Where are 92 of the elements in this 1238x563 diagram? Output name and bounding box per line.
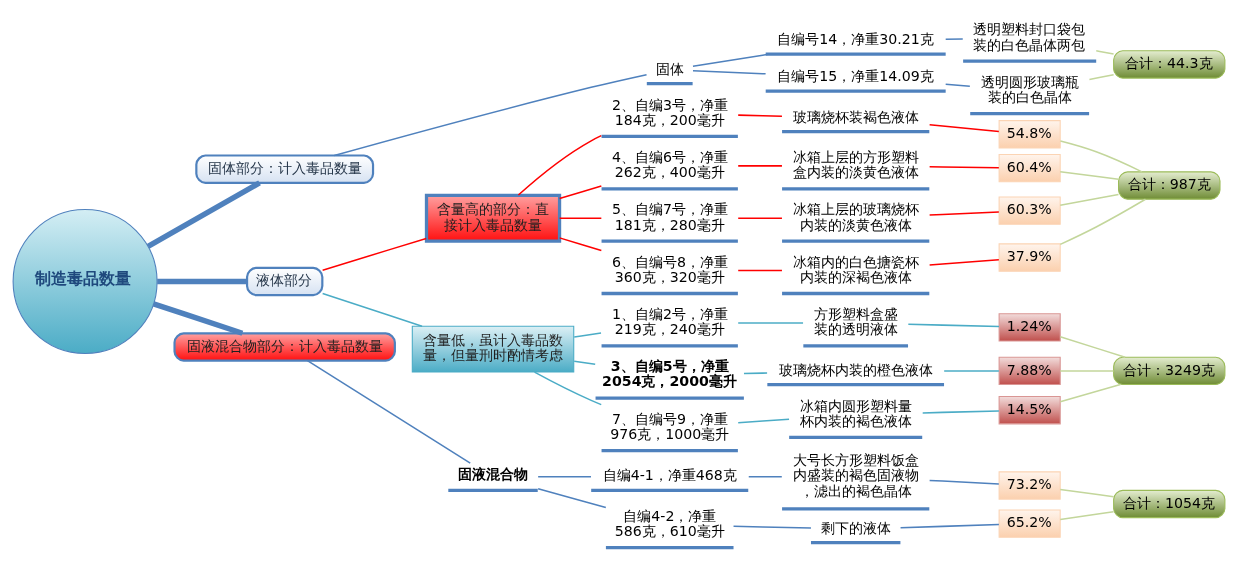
connector [1059, 511, 1115, 521]
connector [737, 217, 783, 219]
node-text: 3、自编5号，净重2054克，2000毫升 [602, 358, 737, 389]
connector [928, 166, 1000, 169]
node-box: 1.24% [998, 313, 1061, 342]
connector [321, 292, 423, 327]
node-box: 73.2% [998, 471, 1061, 500]
connector [517, 134, 603, 196]
node-box: 合计：987克 [1118, 171, 1221, 200]
node-box: 合计：1054克 [1113, 489, 1226, 519]
node-text: 玻璃烧杯装褐色液体 [792, 108, 919, 125]
connector [537, 475, 592, 478]
connector [737, 322, 804, 324]
connector [333, 73, 648, 157]
connector [573, 360, 596, 366]
connector [743, 372, 768, 375]
connector [558, 185, 603, 200]
node-text: 剩下的液体 [820, 519, 891, 536]
node-text: 固体 [655, 60, 684, 77]
node-text: 透明塑料封口袋包装的白色晶体两包 [973, 21, 1086, 53]
connector [146, 180, 261, 249]
node-text: 冰箱上层的方形塑料盒内装的淡黄色液体 [792, 148, 919, 181]
connector [921, 410, 1000, 414]
node-text: 自编号14，净重30.21克 [777, 31, 934, 48]
connector [1059, 198, 1147, 246]
connector [928, 124, 1000, 133]
connector [737, 114, 783, 117]
connector [944, 83, 971, 87]
connector [1059, 335, 1126, 359]
connector [533, 371, 602, 406]
node-box: 含量高的部分：直接计入毒品数量 [424, 193, 562, 243]
connector [737, 269, 783, 272]
connector [1059, 383, 1122, 403]
connector [928, 211, 1000, 216]
node-text: 冰箱内圆形塑料量杯内装的褐色液体 [799, 397, 912, 429]
connector [1059, 171, 1120, 180]
connector [1088, 74, 1115, 81]
connector [1095, 50, 1115, 55]
node-box: 固体部分：计入毒品数量 [195, 154, 375, 184]
node-text: 冰箱上层的玻璃烧杯内装的淡黄色液体 [792, 201, 919, 233]
node-text: 大号长方形塑料饭盒内盛装的褐色固液物，滤出的褐色晶体 [792, 452, 919, 499]
node-text: 冰箱内的白色搪瓷杯内装的深褐色液体 [792, 253, 919, 285]
connector [1059, 140, 1143, 173]
connector [732, 525, 812, 529]
connector [748, 475, 783, 478]
connector [928, 479, 1000, 485]
connector [737, 165, 783, 167]
node-text: 自编4-2，净重586克，610毫升 [614, 507, 725, 540]
node-text: 2、自编3号，净重184克，200毫升 [611, 96, 728, 128]
node-box: 合计：44.3克 [1113, 50, 1226, 79]
connector [152, 301, 244, 336]
node-text: 固液混合物 [458, 466, 529, 483]
node-text: 5、自编7号，净重181克，280毫升 [611, 201, 728, 233]
node-box: 合计：3249克 [1113, 356, 1226, 386]
connector [943, 370, 1000, 372]
node-text: 自编4-1，净重468克 [602, 467, 737, 484]
node-box: 60.4% [998, 153, 1061, 183]
connector [1059, 193, 1120, 206]
node-box: 7.88% [998, 356, 1061, 386]
node-text: 方形塑料盒盛装的透明液体 [813, 306, 898, 338]
connector [157, 278, 247, 285]
node-text: 6、自编号8，净重360克，320毫升 [611, 253, 728, 285]
node-text: 玻璃烧杯内装的橙色液体 [778, 361, 933, 378]
connector [928, 259, 1000, 266]
node-text: 自编号15，净重14.09克 [777, 68, 934, 85]
connector [899, 523, 1000, 529]
connector [306, 359, 471, 464]
connector [558, 217, 603, 219]
connector [573, 332, 602, 338]
node-box: 含量低，虽计入毒品数量，但量刑时酌情考虑 [411, 325, 575, 373]
connector [537, 488, 607, 509]
node-text: 1、自编2号，净重219克，240毫升 [611, 306, 728, 338]
node-box: 固液混合物部分：计入毒品数量 [173, 332, 396, 362]
connector [737, 418, 790, 424]
connector [1059, 370, 1115, 372]
node-box: 54.8% [998, 120, 1061, 149]
node-box: 液体部分 [245, 266, 324, 297]
node-box: 14.5% [998, 396, 1061, 425]
node-circle: 制造毒品数量 [12, 208, 158, 355]
connector [321, 237, 427, 271]
node-box: 65.2% [998, 509, 1061, 538]
node-text: 7、自编号9，净重976克，1000毫升 [610, 410, 730, 442]
node-box: 60.3% [998, 196, 1061, 225]
connector [944, 38, 964, 41]
connector [907, 323, 1000, 328]
node-text: 透明圆形玻璃瓶装的白色晶体 [980, 73, 1079, 105]
node-box: 37.9% [998, 243, 1061, 272]
connector [1059, 488, 1115, 498]
node-text: 4、自编6号，净重262克，400毫升 [611, 148, 728, 181]
connector [692, 70, 767, 75]
connector [692, 53, 771, 68]
connector [558, 237, 603, 252]
